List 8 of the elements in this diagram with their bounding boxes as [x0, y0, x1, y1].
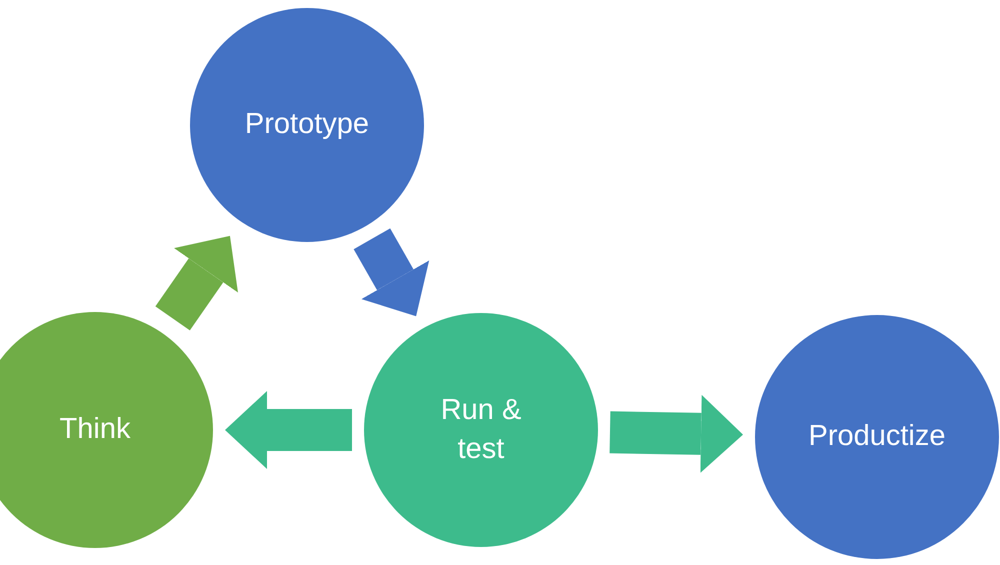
block-arrow: [155, 236, 238, 330]
node-label: Run & test: [440, 392, 522, 467]
block-arrow: [354, 228, 430, 316]
block-arrow: [610, 394, 744, 473]
node-label: Think: [60, 412, 130, 448]
node-label: Productize: [808, 419, 946, 454]
node-label: Prototype: [244, 107, 370, 142]
block-arrow: [225, 391, 352, 469]
